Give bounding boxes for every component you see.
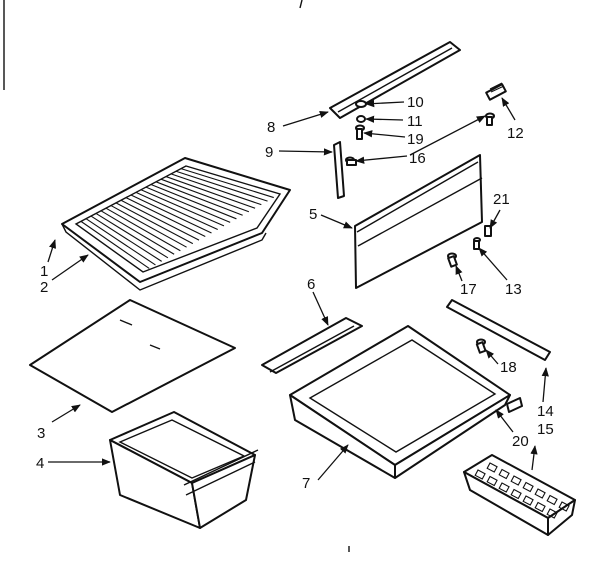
shelf-wire (155, 181, 243, 216)
screw-19 (355, 124, 365, 140)
glass-glint (119, 319, 133, 326)
shelf-rail (329, 41, 461, 119)
glass-glint (149, 344, 161, 350)
crisper-bin (109, 411, 259, 529)
shelf-wire (120, 199, 200, 241)
callout-6: 6 (307, 276, 315, 293)
callout-5: 5 (309, 206, 317, 223)
glass-panel (29, 299, 236, 413)
callout-12: 12 (507, 125, 524, 142)
meat-drawer (289, 325, 511, 479)
callout-11: 11 (407, 113, 423, 130)
shelf-wire (150, 183, 237, 220)
shelf-wire (125, 197, 206, 238)
drawer-track-14 (446, 299, 551, 361)
screw-near-12 (485, 112, 495, 126)
shelf-wire (105, 207, 181, 252)
washer-11 (356, 115, 366, 123)
callout-9: 9 (265, 144, 273, 161)
ice-cell (534, 501, 546, 513)
screw-16 (345, 156, 357, 166)
callout-7: 7 (302, 475, 310, 492)
callout-1: 1 (40, 263, 48, 280)
ice-cell (534, 488, 546, 499)
ice-cell (498, 482, 510, 493)
screw-18 (475, 338, 487, 354)
drawer-stop-20 (506, 397, 523, 413)
scan-edge-mark-top (299, 0, 303, 9)
bracket-21 (484, 225, 492, 237)
ice-cell (522, 495, 534, 506)
callout-21: 21 (493, 191, 510, 208)
shelf-wire (115, 202, 194, 245)
ice-cell (522, 481, 534, 493)
shelf-wire (130, 194, 212, 234)
shelf-wire (170, 173, 262, 206)
shelf-wire (145, 186, 231, 223)
callout-14: 14 (537, 403, 554, 420)
ice-cell (510, 488, 522, 500)
crisper-cover-panel (354, 154, 483, 289)
shelf-wire (85, 218, 156, 266)
callout-8: 8 (267, 119, 275, 136)
divider-6 (261, 317, 363, 374)
clip-12 (485, 82, 507, 101)
callout-18: 18 (500, 359, 517, 376)
washer-10 (355, 100, 367, 108)
shelf-wire (90, 215, 162, 262)
shelf-wire (160, 178, 250, 213)
callout-19: 19 (407, 131, 424, 148)
ice-cell (498, 468, 510, 480)
callout-13: 13 (505, 281, 522, 298)
screw-17 (447, 252, 458, 268)
callout-4: 4 (36, 455, 44, 472)
ice-cell (546, 508, 558, 519)
callout-10: 10 (407, 94, 424, 111)
ice-cell (474, 469, 486, 480)
shelf-wire (180, 168, 274, 199)
shelf-wire (80, 220, 150, 269)
wire-shelf (61, 157, 291, 291)
callout-20: 20 (512, 433, 529, 450)
shelf-wire (95, 212, 169, 259)
ice-cell (486, 475, 498, 487)
callout-16: 16 (409, 150, 426, 167)
shelf-wire (140, 189, 225, 227)
ice-cell (558, 501, 570, 512)
ice-cube-tray (463, 454, 576, 536)
callout-15: 15 (537, 421, 554, 438)
screw-13 (473, 237, 481, 250)
ice-cell (510, 475, 522, 486)
shelf-wire (100, 210, 175, 255)
ice-cell (546, 494, 558, 506)
ice-cell (486, 462, 498, 473)
callout-17: 17 (460, 281, 477, 298)
callout-3: 3 (37, 425, 45, 442)
shelf-wire (175, 170, 268, 202)
shelf-wire (110, 205, 187, 248)
leader-lines (47, 97, 549, 481)
shelf-wire (165, 176, 256, 209)
callout-2: 2 (40, 279, 48, 296)
shelf-wire (135, 191, 218, 230)
vertical-slide (333, 141, 345, 199)
